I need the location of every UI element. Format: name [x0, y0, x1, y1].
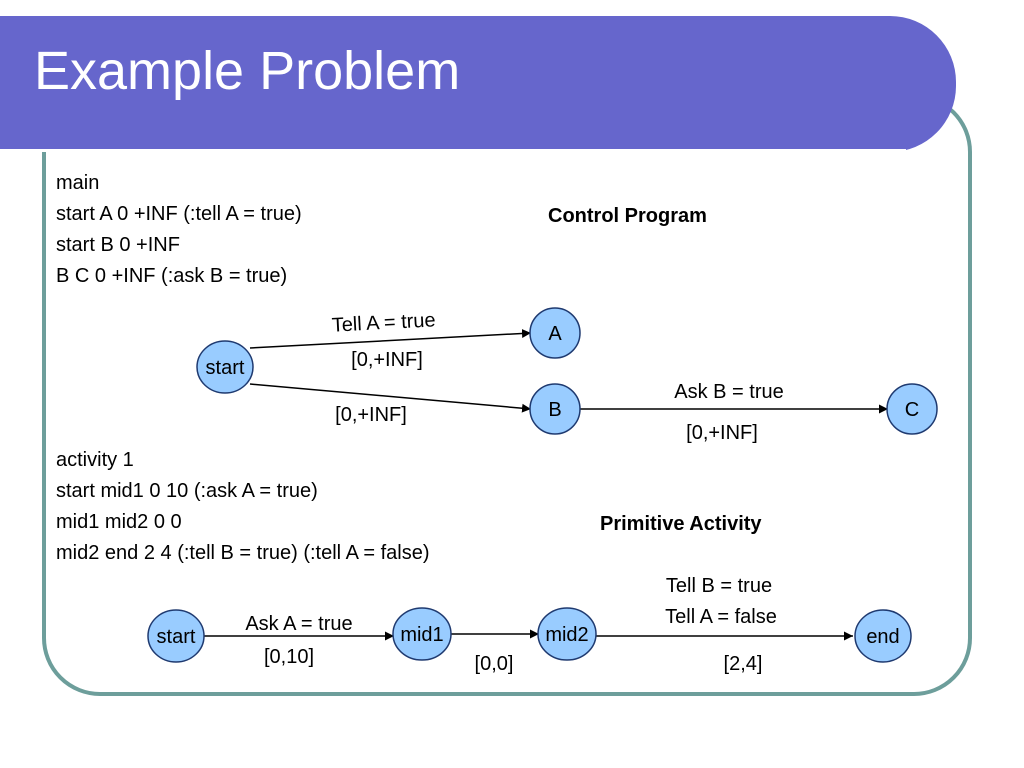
- edge-label-start-b-interval: [0,+INF]: [335, 404, 407, 426]
- code-line: start A 0 +INF (:tell A = true): [56, 203, 302, 225]
- code-line: mid2 end 2 4 (:tell B = true) (:tell A =…: [56, 542, 430, 564]
- node-b-circle: [529, 383, 581, 435]
- node-mid2: mid2: [537, 607, 597, 661]
- node-end-circle: [854, 609, 912, 663]
- edge-label-ask-b: Ask B = true: [674, 381, 784, 403]
- main-program-listing: main start A 0 +INF (:tell A = true) sta…: [56, 168, 302, 292]
- title-underline: [0, 149, 906, 152]
- node-start-circle: [196, 340, 254, 394]
- node-a-circle: [529, 307, 581, 359]
- node-mid2-circle: [537, 607, 597, 661]
- edge-label-mid1-mid2-interval: [0,0]: [475, 653, 514, 675]
- node-start: start: [196, 340, 254, 394]
- node-end: end: [854, 609, 912, 663]
- edge-label-tell-b: Tell B = true: [666, 575, 772, 597]
- edge-label-ask-a: Ask A = true: [245, 613, 352, 635]
- node-pa-start-label: start: [157, 626, 196, 648]
- edge-label-b-c-interval: [0,+INF]: [686, 422, 758, 444]
- node-c: C: [886, 383, 938, 435]
- node-b: B: [529, 383, 581, 435]
- code-line: B C 0 +INF (:ask B = true): [56, 265, 288, 287]
- edge-start-to-b: [249, 383, 532, 413]
- primitive-activity-title: Primitive Activity: [600, 513, 762, 535]
- edge-label-mid2-end-interval: [2,4]: [724, 653, 763, 675]
- control-program-title: Control Program: [548, 205, 707, 227]
- code-line: mid1 mid2 0 0: [56, 511, 182, 533]
- edge-label-tell-a: Tell A = true: [331, 309, 436, 336]
- node-mid2-label: mid2: [545, 624, 588, 646]
- node-a: A: [529, 307, 581, 359]
- node-mid1-circle: [392, 607, 452, 661]
- edge-label-start-mid1-interval: [0,10]: [264, 646, 314, 668]
- node-pa-start-circle: [147, 609, 205, 663]
- page-title: Example Problem: [34, 41, 461, 101]
- activity-program-listing: activity 1 start mid1 0 10 (:ask A = tru…: [56, 445, 430, 569]
- node-a-label: A: [548, 323, 562, 345]
- node-c-label: C: [905, 399, 919, 421]
- code-line: main: [56, 172, 100, 194]
- node-mid1: mid1: [392, 607, 452, 661]
- node-pa-start: start: [147, 609, 205, 663]
- node-b-label: B: [548, 399, 561, 421]
- node-start-label: start: [206, 357, 245, 379]
- edge-start-to-a: [249, 328, 532, 349]
- code-line: start mid1 0 10 (:ask A = true): [56, 480, 318, 502]
- edge-label-start-a-interval: [0,+INF]: [351, 349, 423, 371]
- code-line: activity 1: [56, 449, 134, 471]
- node-mid1-label: mid1: [400, 624, 443, 646]
- title-band: [0, 16, 956, 152]
- node-end-label: end: [866, 626, 899, 648]
- node-c-circle: [886, 383, 938, 435]
- code-line: start B 0 +INF: [56, 234, 180, 256]
- edge-label-tell-a-false: Tell A = false: [665, 606, 777, 628]
